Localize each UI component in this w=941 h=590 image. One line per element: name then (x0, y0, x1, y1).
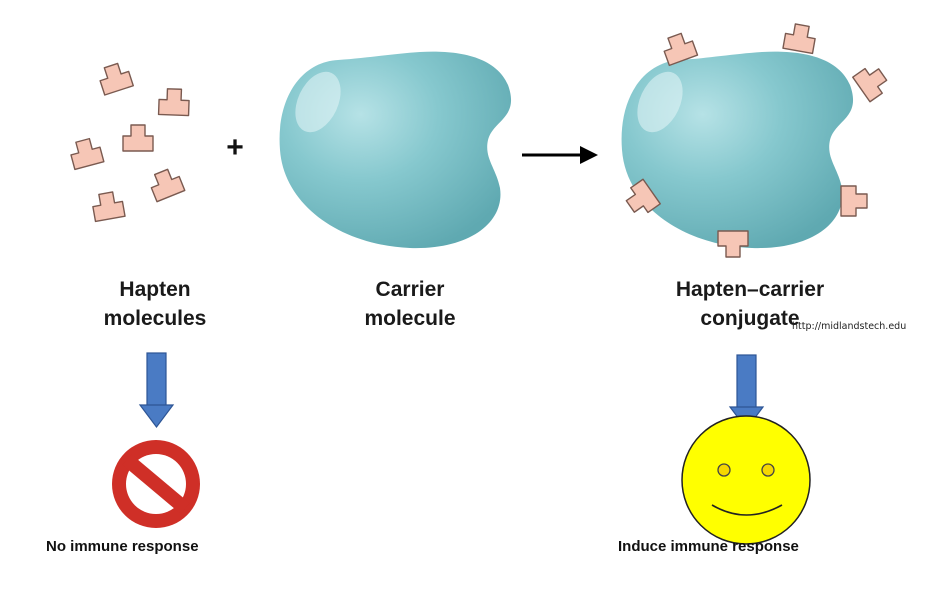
arrow-down-icon (138, 352, 175, 428)
no-immune-response-label: No immune response (46, 538, 199, 555)
carrier-label-line2: molecule (364, 307, 456, 330)
carrier-label-line1: Carrier (375, 278, 445, 301)
carrier-label: Carrier molecule (325, 275, 495, 333)
source-url: http://midlandstech.edu (792, 321, 907, 332)
prohibited-icon (112, 440, 200, 528)
hapten-label-line1: Hapten (119, 278, 191, 301)
hapten-molecule (146, 165, 186, 203)
hapten-label-line2: molecules (103, 307, 207, 330)
attached-hapten (782, 21, 818, 55)
conjugate-highlight (637, 71, 683, 133)
smiley-icon (681, 415, 811, 545)
attached-hapten (840, 185, 868, 217)
arrow-right-icon (522, 146, 598, 164)
hapten-molecule (122, 124, 154, 152)
free-hapten-group (67, 60, 191, 223)
conjugate-label-line1: Hapten–carrier (675, 278, 825, 301)
hapten-molecule (90, 189, 126, 223)
hapten-label: Hapten molecules (70, 275, 240, 333)
attached-hapten (717, 230, 749, 258)
hapten-molecule (157, 87, 191, 117)
conjugate-label: Hapten–carrier conjugate (640, 275, 860, 333)
hapten-molecule (67, 135, 105, 171)
plus-sign: + (226, 131, 244, 164)
conjugate-label-line2: conjugate (700, 307, 800, 330)
induce-immune-response-label: Induce immune response (618, 538, 799, 555)
attached-hapten (852, 61, 892, 103)
carrier-highlight (295, 71, 341, 133)
hapten-molecule (96, 60, 134, 96)
